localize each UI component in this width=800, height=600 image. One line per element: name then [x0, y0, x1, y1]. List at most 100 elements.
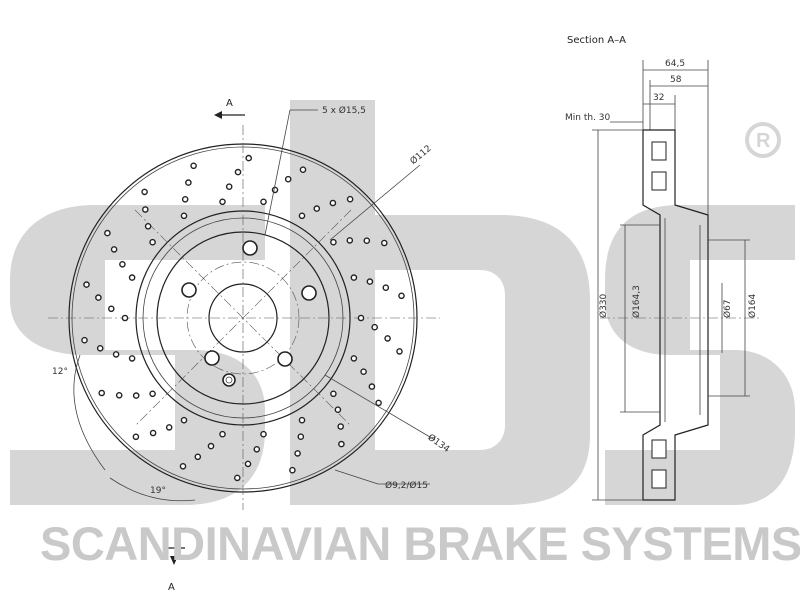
- section-arrow-top: [214, 111, 222, 119]
- hat-diameter-label: Ø164: [747, 293, 758, 318]
- drilled-hole: [141, 188, 148, 196]
- drilled-hole: [110, 246, 118, 253]
- angle-label-1: 12°: [52, 367, 68, 377]
- drilled-hole: [297, 433, 305, 441]
- drilled-hole: [165, 424, 173, 431]
- drilled-hole: [225, 183, 233, 190]
- drilled-hole: [398, 292, 405, 300]
- drilled-hole: [95, 294, 102, 301]
- drilled-hole: [338, 440, 345, 448]
- vent-slot: [651, 439, 667, 459]
- drilled-hole: [337, 423, 345, 430]
- drilled-hole: [350, 355, 358, 362]
- drilled-hole: [128, 274, 136, 281]
- drilled-hole: [299, 166, 307, 173]
- drilled-hole: [334, 406, 342, 414]
- drilled-hole: [194, 453, 202, 461]
- drilled-hole: [346, 237, 354, 244]
- drilled-hole: [180, 212, 188, 220]
- drilled-hole: [289, 466, 296, 474]
- section-view: Section A–A 64,5 58 32 Min th. 30 Ø3: [565, 35, 760, 501]
- drilled-hole: [185, 179, 192, 186]
- drilled-hole: [329, 199, 337, 207]
- min-thickness-label: Min th. 30: [565, 113, 611, 123]
- drilled-hole: [244, 460, 252, 468]
- drilled-hole: [384, 335, 391, 342]
- drilled-hole: [149, 390, 156, 398]
- drilled-hole: [366, 278, 374, 285]
- angle-arc-2: [109, 477, 196, 502]
- thickness-label: 32: [653, 93, 664, 103]
- drilled-hole: [357, 314, 365, 322]
- drilled-hole: [141, 206, 149, 213]
- watermark-letter-s-left: [10, 205, 265, 505]
- drilled-hole: [219, 430, 226, 438]
- drilled-hole: [360, 368, 367, 376]
- vent-slots: [651, 141, 667, 489]
- center-bore-label: Ø67: [722, 299, 733, 318]
- outer-diameter-label: Ø330: [598, 293, 609, 318]
- hub-diameter-leader: [324, 374, 436, 441]
- drilled-hole: [83, 281, 90, 288]
- angle-arc-1: [73, 354, 106, 471]
- drilled-hole: [132, 392, 140, 399]
- drilled-hole: [108, 305, 115, 313]
- drilled-hole: [207, 442, 215, 450]
- drilled-hole: [149, 429, 157, 437]
- drilled-hole: [313, 205, 321, 212]
- section-marker-top: A: [226, 98, 233, 109]
- drilled-hole: [375, 399, 382, 407]
- drilled-hole: [380, 239, 388, 247]
- drilled-hole: [260, 198, 267, 206]
- drilled-hole: [121, 314, 129, 322]
- drilled-holes-pattern: [81, 154, 405, 482]
- drilled-hole: [115, 391, 123, 399]
- drilled-hole: [144, 222, 152, 230]
- pitch-diameter-label: Ø112: [408, 143, 434, 167]
- vent-slot: [651, 141, 667, 161]
- bolt-hole: [301, 285, 317, 301]
- drilled-hole: [81, 336, 88, 344]
- drilled-hole: [181, 195, 189, 203]
- drilled-hole: [298, 416, 306, 424]
- drilled-hole: [98, 389, 105, 397]
- drilled-hole: [253, 445, 261, 453]
- drilled-hole: [190, 162, 197, 170]
- drilled-hole: [396, 348, 403, 355]
- bolt-hole: [204, 350, 220, 366]
- center-line-diag-2: [134, 209, 352, 427]
- vent-slot: [651, 469, 667, 489]
- drilled-hole: [368, 383, 376, 390]
- section-arrow-bottom: [170, 556, 178, 565]
- drilled-hole: [219, 198, 226, 206]
- drilled-hole: [132, 433, 140, 441]
- drill-hole-label: Ø9,2/Ø15: [385, 480, 428, 491]
- drill-hole-leader: [334, 469, 379, 485]
- registered-mark-letter: R: [756, 130, 771, 152]
- drilled-hole: [346, 195, 354, 203]
- drilled-hole: [104, 229, 111, 237]
- drilled-hole: [96, 344, 104, 352]
- drilled-hole: [128, 355, 136, 362]
- drilled-hole: [284, 175, 292, 183]
- section-title: Section A–A: [567, 35, 626, 46]
- drilled-hole: [245, 154, 252, 162]
- drilled-hole: [330, 238, 337, 246]
- drilled-hole: [350, 274, 358, 281]
- drilled-hole: [330, 390, 337, 398]
- disc-section-outline: [642, 129, 709, 501]
- drilled-hole: [233, 474, 241, 482]
- drilled-hole: [298, 212, 306, 220]
- bolt-holes-label: 5 x Ø15,5: [322, 105, 366, 116]
- drilled-hole: [112, 351, 120, 358]
- hat-depth-label: 58: [670, 75, 682, 85]
- pitch-diameter-leader: [329, 164, 421, 241]
- inner-diameter-label: Ø164,3: [631, 285, 642, 318]
- locating-screw-hole-inner: [225, 376, 233, 384]
- drilled-hole: [382, 284, 390, 292]
- overall-width-label: 64,5: [665, 59, 685, 69]
- drilled-hole: [149, 238, 156, 246]
- watermark-letter-b: [290, 100, 590, 505]
- locating-screw-hole: [222, 373, 236, 387]
